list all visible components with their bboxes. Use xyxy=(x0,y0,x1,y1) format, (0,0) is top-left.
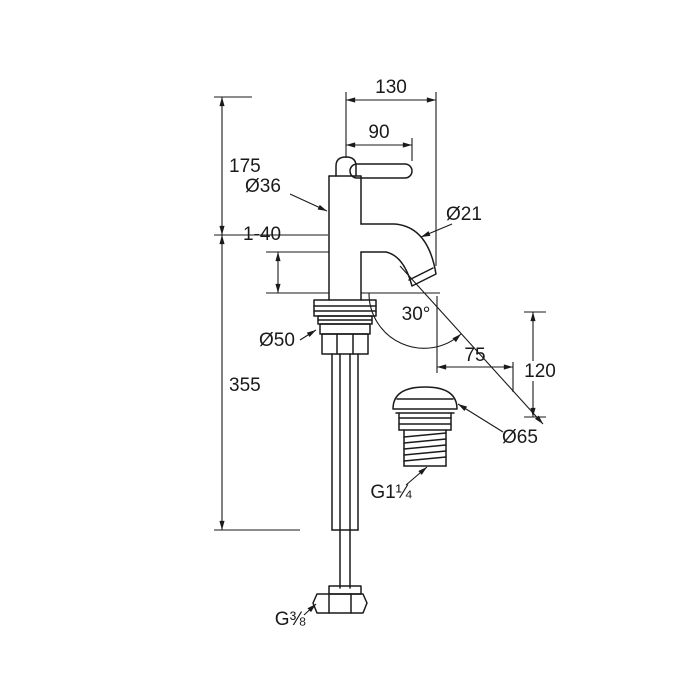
dimension-90: 90 xyxy=(346,122,413,161)
dia-21-label: Ø21 xyxy=(446,204,482,225)
reference-lines xyxy=(266,265,544,425)
dimension-120: 120 xyxy=(520,311,560,418)
mounting-hardware xyxy=(313,299,377,355)
label-thread-g3-8: G⅜ xyxy=(275,603,317,630)
dia-36-label: Ø36 xyxy=(245,176,281,197)
dimension-355: 355 xyxy=(214,235,300,531)
dim-75-label: 75 xyxy=(464,345,485,366)
dimension-75: 75 xyxy=(436,296,514,392)
label-dia-50: Ø50 xyxy=(259,329,317,351)
dim-1-40-label: 1-40 xyxy=(243,224,281,245)
thread-g3-8-label: G⅜ xyxy=(275,609,306,630)
dimension-angle-30: 30° xyxy=(368,292,462,349)
dim-130-label: 130 xyxy=(375,77,407,98)
dimension-1-40: 1-40 xyxy=(243,224,329,293)
faucet-body xyxy=(328,175,362,301)
dim-355-label: 355 xyxy=(229,375,261,396)
supply-pipes xyxy=(331,353,359,589)
faucet-lever xyxy=(335,156,413,179)
dim-90-label: 90 xyxy=(368,122,389,143)
label-dia-21: Ø21 xyxy=(420,204,482,238)
dimension-175: 175 xyxy=(214,96,328,236)
dia-65-label: Ø65 xyxy=(502,427,538,448)
faucet-spout xyxy=(360,223,437,287)
label-dia-36: Ø36 xyxy=(245,176,328,212)
pop-up-waste xyxy=(392,386,458,467)
angle-30-label: 30° xyxy=(402,304,431,325)
supply-connector xyxy=(312,585,368,614)
dia-50-label: Ø50 xyxy=(259,330,295,351)
label-dia-65: Ø65 xyxy=(457,403,538,448)
dim-175-label: 175 xyxy=(229,156,261,177)
label-thread-g1-14: G1¼ xyxy=(370,466,428,503)
thread-g1-14-label: G1¼ xyxy=(370,482,412,503)
dim-120-label: 120 xyxy=(524,361,556,382)
